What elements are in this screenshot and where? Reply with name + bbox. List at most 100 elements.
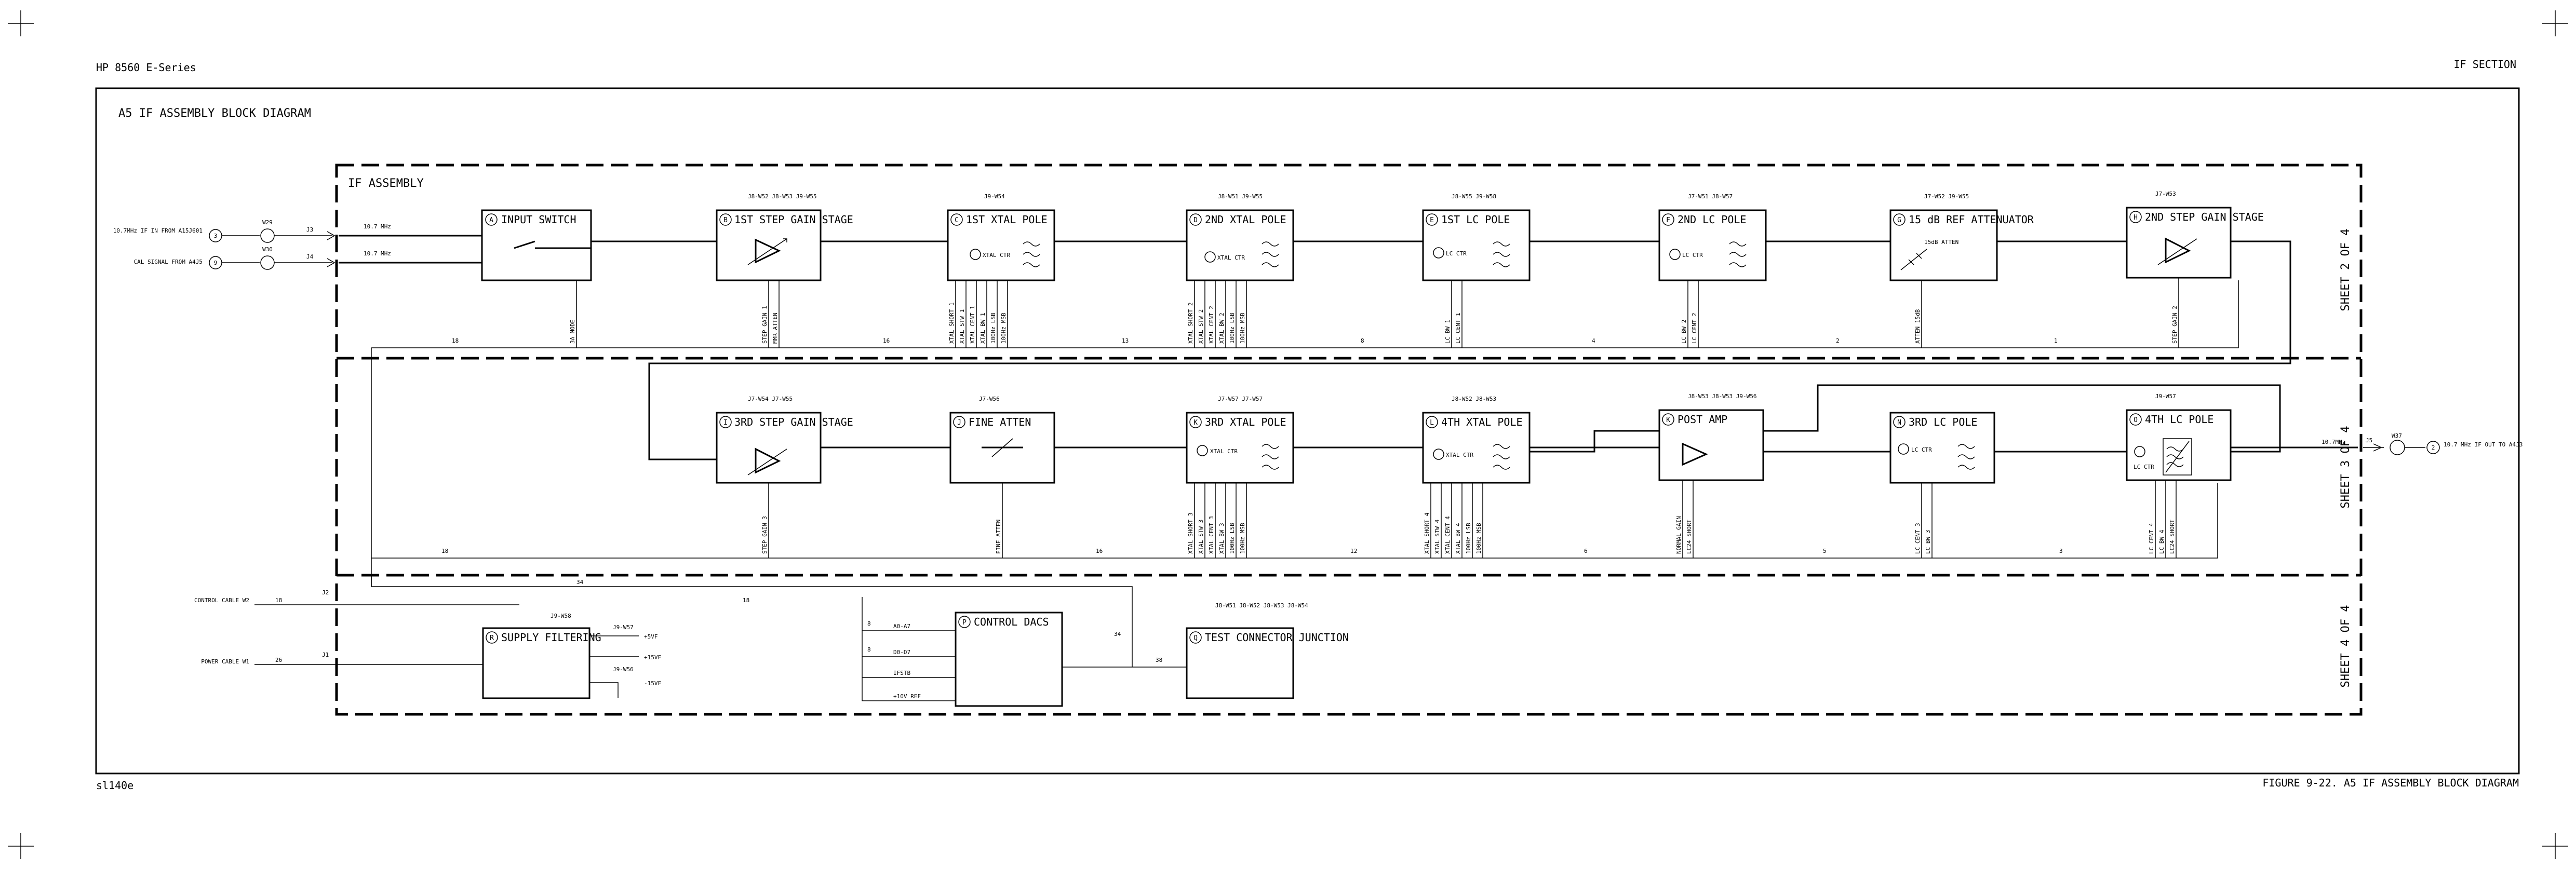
svg-text:2ND LC POLE: 2ND LC POLE (1678, 213, 1746, 226)
sheet-3-label: SHEET 3 OF 4 (2339, 426, 2352, 509)
output-connection: 10.7MHz J5 W37 2 10.7 MHz IF OUT TO A4J3 (2322, 432, 2523, 455)
block-15db-ref-attenuator: G 15 dB REF ATTENUATOR 15dB ATTEN (1889, 209, 2034, 281)
svg-text:4: 4 (1592, 337, 1595, 344)
block-1st-lc-pole: E 1ST LC POLE LC CTR (1422, 209, 1531, 281)
control-signal-label: 100Hz LSB (1229, 523, 1236, 554)
svg-text:34: 34 (576, 579, 584, 586)
svg-text:+10V REF: +10V REF (893, 693, 921, 700)
svg-text:A0-A7: A0-A7 (893, 623, 910, 630)
svg-text:18: 18 (275, 597, 282, 604)
svg-text:J: J (957, 419, 961, 427)
svg-text:1ST STEP GAIN STAGE: 1ST STEP GAIN STAGE (734, 213, 853, 226)
svg-text:IFSTB: IFSTB (893, 670, 910, 676)
doc-header-right: IF SECTION (2454, 58, 2516, 71)
bus-counts-row2: 18 16 12 6 5 3 (441, 548, 2063, 554)
svg-text:Q: Q (1193, 634, 1198, 642)
svg-text:2ND STEP GAIN STAGE: 2ND STEP GAIN STAGE (2145, 211, 2264, 223)
svg-text:18: 18 (452, 337, 459, 344)
block-post-amp: K POST AMP (1658, 409, 1764, 481)
svg-text:1ST LC POLE: 1ST LC POLE (1441, 213, 1510, 226)
block-control-dacs: P CONTROL DACS (955, 612, 1063, 707)
svg-text:LC CTR: LC CTR (2134, 464, 2154, 470)
svg-text:J3: J3 (306, 226, 313, 233)
block-2nd-xtal-pole: D 2ND XTAL POLE XTAL CTR (1186, 209, 1294, 281)
control-signal-label: 100Hz MSB (1000, 313, 1007, 344)
svg-text:J8-W51 J8-W52 J8-W53 J8-W54: J8-W51 J8-W52 J8-W53 J8-W54 (1215, 602, 1308, 609)
svg-text:XTAL CTR: XTAL CTR (1446, 452, 1473, 458)
block-supply-filtering: R SUPPLY FILTERING (482, 627, 601, 699)
svg-text:18: 18 (743, 597, 749, 604)
svg-text:TEST CONNECTOR JUNCTION: TEST CONNECTOR JUNCTION (1205, 631, 1349, 644)
svg-text:38: 38 (1156, 657, 1162, 663)
svg-text:16: 16 (883, 337, 890, 344)
svg-text:6: 6 (1584, 548, 1588, 554)
signal-path (591, 240, 2358, 460)
control-signal-label: ATTEN 15dB (1914, 309, 1921, 344)
block-input-switch: A INPUT SWITCH (481, 209, 592, 281)
control-signal-label: XTAL STW 1 (959, 309, 965, 344)
crop-marks (8, 10, 2568, 859)
svg-text:FINE ATTEN: FINE ATTEN (969, 416, 1031, 428)
svg-text:J9-W54: J9-W54 (984, 193, 1005, 200)
svg-text:10.7 MHz: 10.7 MHz (364, 250, 391, 257)
svg-text:+15VF: +15VF (644, 654, 661, 661)
svg-text:CONTROL CABLE W2: CONTROL CABLE W2 (194, 597, 249, 604)
control-signal-label: XTAL CENT 1 (969, 306, 976, 344)
svg-text:D0-D7: D0-D7 (893, 649, 910, 656)
svg-text:W29: W29 (262, 219, 273, 226)
control-signal-label: XTAL SHORT 2 (1187, 303, 1194, 344)
control-signal-label: LC BW 3 (1925, 530, 1931, 554)
svg-text:10.7MHz IF IN FROM A15J601: 10.7MHz IF IN FROM A15J601 (113, 227, 203, 234)
control-signal-label: XTAL BW 2 (1218, 313, 1225, 344)
svg-text:XTAL CTR: XTAL CTR (1210, 448, 1238, 455)
control-signal-label: XTAL CENT 4 (1444, 516, 1451, 554)
block-1st-xtal-pole: C 1ST XTAL POLE XTAL CTR (947, 209, 1055, 281)
block-4th-lc-pole: O 4TH LC POLE LC CTR (2126, 409, 2232, 481)
control-signal-label: 100Hz MSB (1239, 523, 1246, 554)
control-signal-label: XTAL SHORT 4 (1424, 512, 1430, 554)
control-signal-label: STEP GAIN 3 (761, 516, 768, 554)
svg-text:C: C (955, 216, 959, 224)
svg-text:16: 16 (1096, 548, 1103, 554)
svg-text:P: P (962, 619, 967, 627)
svg-text:H: H (2134, 214, 2138, 222)
svg-text:8: 8 (867, 620, 871, 627)
block-test-connector-junction: Q TEST CONNECTOR JUNCTION (1186, 627, 1349, 699)
control-signal-label: XTAL STW 4 (1434, 519, 1441, 554)
svg-text:3RD LC POLE: 3RD LC POLE (1909, 416, 1977, 428)
doc-footer-left: sl140e (96, 779, 133, 792)
svg-text:2: 2 (1836, 337, 1840, 344)
svg-text:26: 26 (275, 657, 282, 663)
svg-text:A: A (489, 216, 493, 224)
control-signal-label: XTAL BW 3 (1218, 523, 1225, 554)
block-2nd-step-gain-stage: H 2ND STEP GAIN STAGE (2126, 207, 2264, 279)
svg-text:J9-W56: J9-W56 (613, 666, 634, 673)
svg-text:J4: J4 (306, 253, 314, 260)
svg-text:POST AMP: POST AMP (1678, 413, 1727, 426)
svg-text:LC CTR: LC CTR (1682, 252, 1703, 259)
sheet-2-label: SHEET 2 OF 4 (2339, 229, 2352, 311)
svg-text:5: 5 (1823, 548, 1827, 554)
svg-text:CONTROL DACS: CONTROL DACS (974, 616, 1049, 628)
control-signal-label: 3A MODE (569, 320, 576, 344)
svg-text:CAL SIGNAL FROM A4J5: CAL SIGNAL FROM A4J5 (134, 259, 203, 265)
control-signal-label: LC CENT 2 (1691, 313, 1698, 344)
control-signal-label: XTAL BW 4 (1455, 523, 1461, 554)
svg-text:LC CTR: LC CTR (1911, 446, 1932, 453)
control-signal-label: 100Hz LSB (990, 313, 997, 344)
svg-text:B: B (723, 216, 728, 224)
svg-text:15dB ATTEN: 15dB ATTEN (1924, 239, 1958, 246)
input-connections: 10.7MHz IF IN FROM A15J601 CAL SIGNAL FR… (113, 219, 526, 270)
control-signal-label: XTAL STW 3 (1198, 520, 1204, 554)
control-signal-label: 100Hz LSB (1229, 313, 1236, 344)
control-signal-label: MMR ATTEN (772, 313, 779, 344)
block-fine-atten: J FINE ATTEN (949, 412, 1055, 484)
svg-text:K: K (1193, 419, 1198, 427)
svg-text:3: 3 (214, 233, 218, 239)
control-signal-label: FINE ATTEN (995, 520, 1002, 554)
sheet-4-label: SHEET 4 OF 4 (2339, 605, 2352, 688)
svg-text:J7-W54 J7-W55: J7-W54 J7-W55 (748, 396, 793, 402)
svg-text:INPUT SWITCH: INPUT SWITCH (501, 213, 576, 226)
svg-text:12: 12 (1350, 548, 1357, 554)
